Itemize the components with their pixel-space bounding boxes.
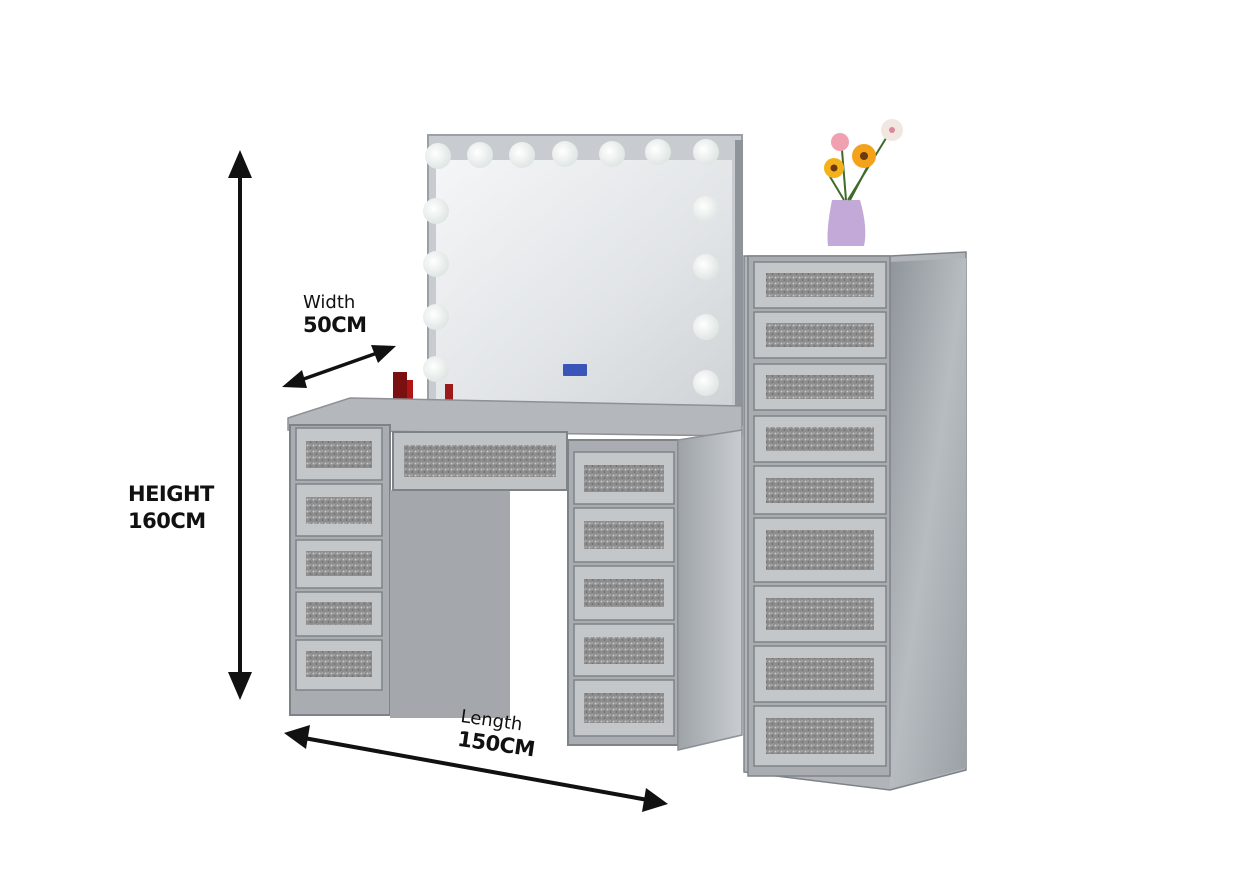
- length-arrow-icon: [284, 725, 668, 812]
- light-bulb-icon: [423, 139, 719, 396]
- height-arrow-icon: [228, 150, 252, 700]
- height-label: HEIGHT 160CM: [128, 484, 214, 532]
- width-arrow-icon: [282, 345, 396, 388]
- width-value: 50CM: [303, 313, 367, 337]
- dressing-table: [287, 397, 743, 751]
- drawer-icon: [573, 451, 675, 737]
- height-value: 160CM: [128, 509, 206, 533]
- vanity-mirror-icon: [423, 134, 743, 426]
- drawer-tower: [743, 251, 967, 791]
- flower-vase-icon: [824, 119, 903, 246]
- width-label: Width 50CM: [303, 294, 367, 336]
- width-title: Width: [303, 292, 356, 313]
- drawer-icon: [753, 261, 887, 767]
- height-title: HEIGHT: [128, 482, 214, 506]
- drawer-icon: [295, 427, 383, 691]
